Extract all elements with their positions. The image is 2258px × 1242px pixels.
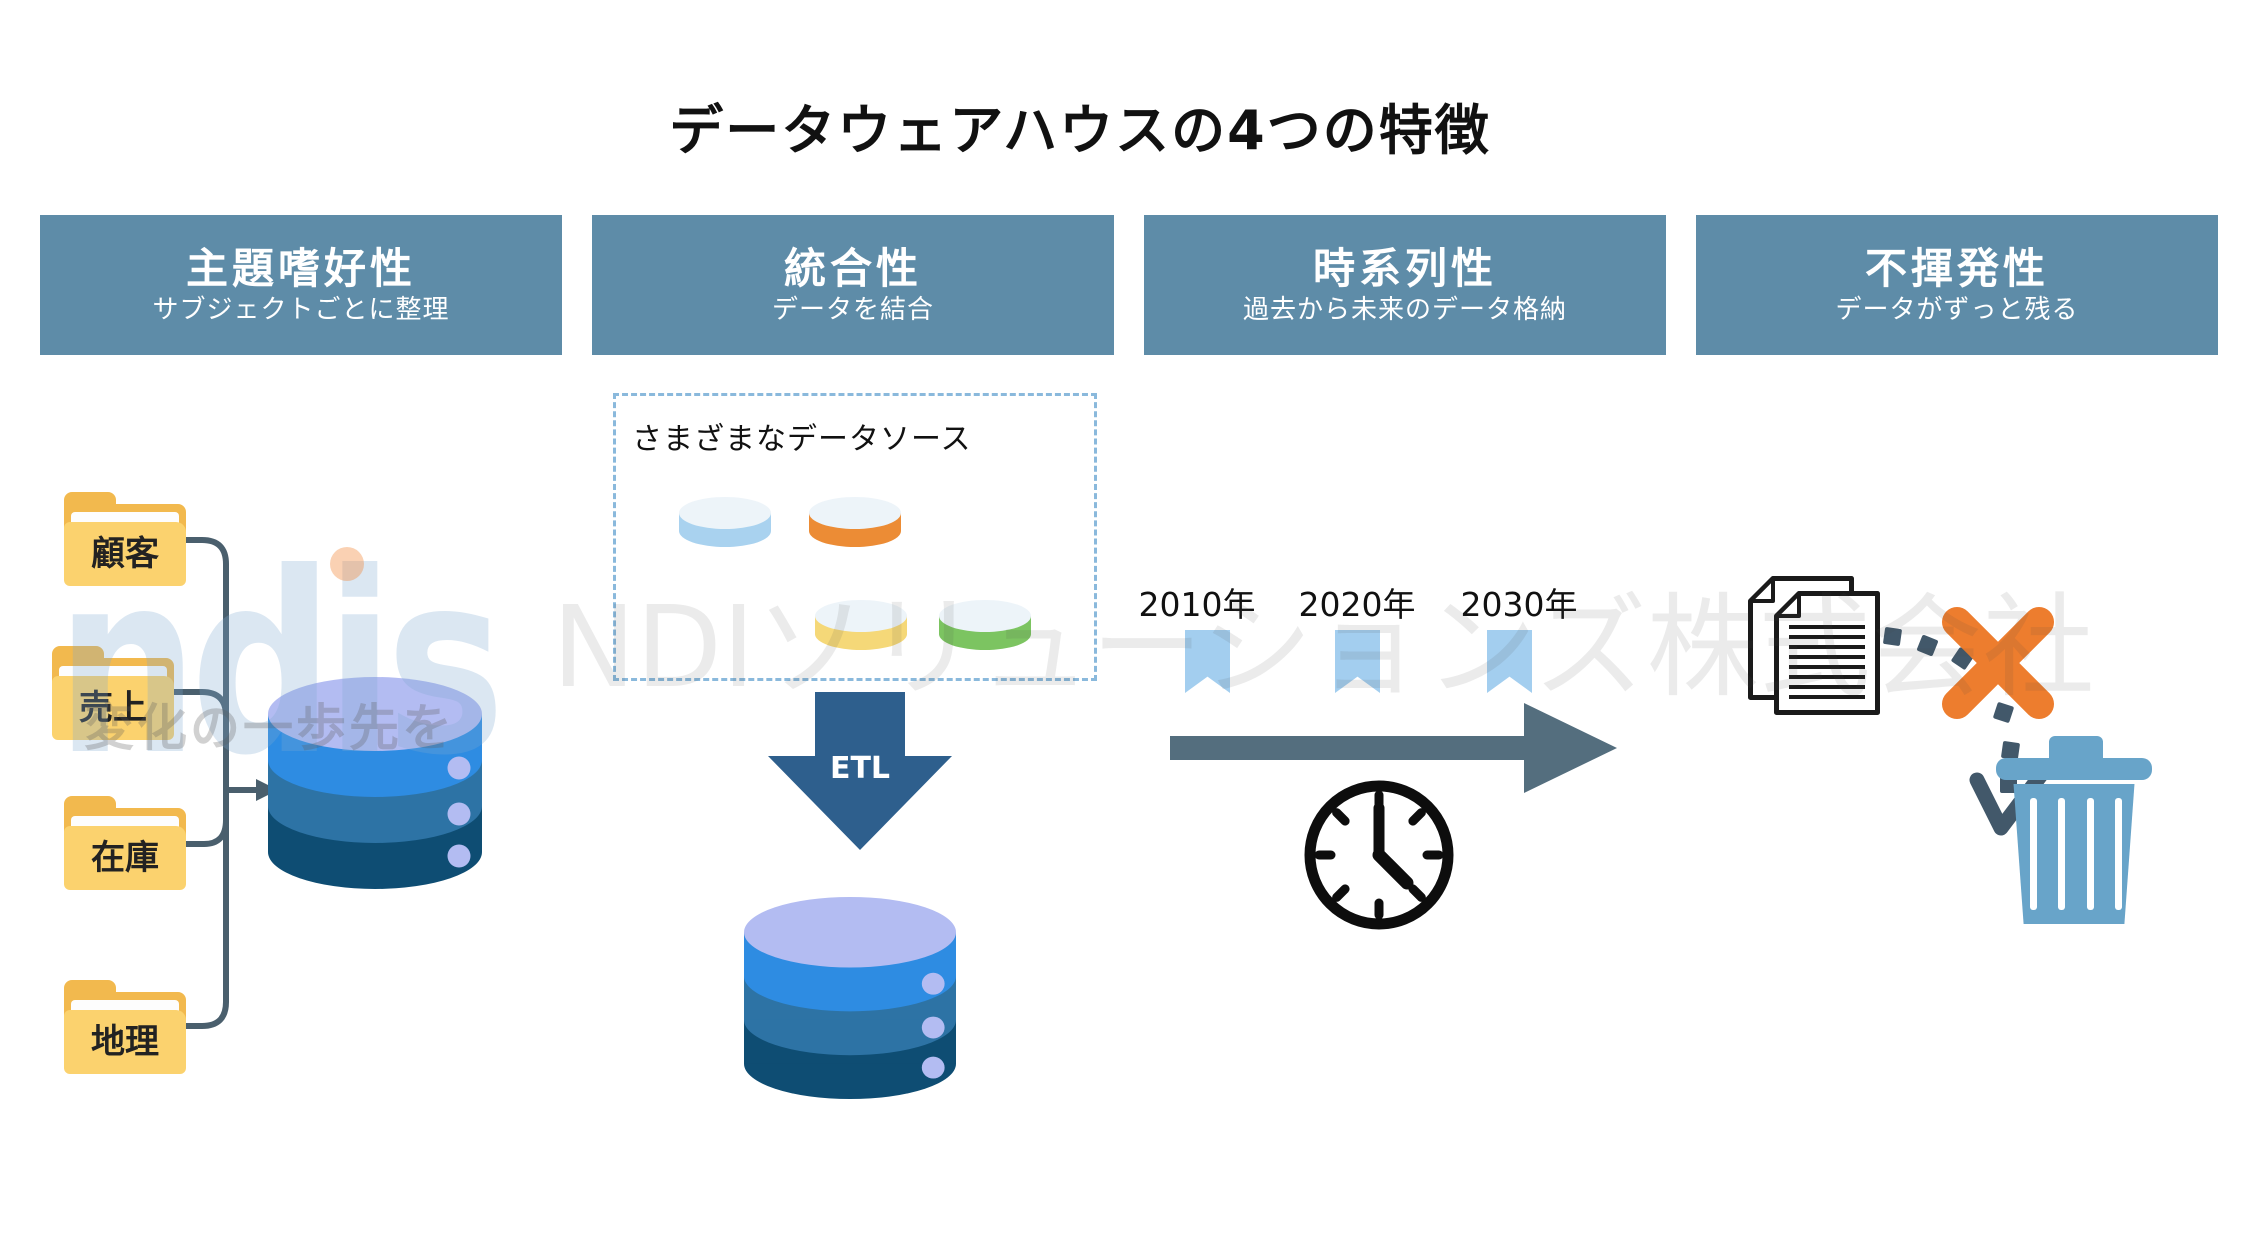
x-mark-icon: [1925, 590, 2071, 736]
year-label-2020: 2020年: [1298, 585, 1416, 624]
disk-icon-orange: [809, 497, 901, 547]
folder-front: [64, 522, 186, 586]
arrow-head-icon: [256, 779, 278, 801]
folder-icon-sales: 売上: [52, 646, 174, 742]
disk-icon-yellow: [815, 600, 907, 650]
data-sources-label: さまざまなデータソース: [632, 422, 972, 457]
disk-icon-green: [939, 600, 1031, 650]
disk-icon-blue: [679, 497, 771, 547]
page-title: データウェアハウスの4つの特徴: [669, 99, 1491, 162]
year-label-2010: 2010年: [1138, 585, 1256, 624]
trash-icon: [2013, 784, 2135, 924]
folder-label: 在庫: [91, 838, 159, 878]
folder-front: [64, 826, 186, 890]
header-subject-orientation: 主題嗜好性 サブジェクトごとに整理: [40, 215, 562, 355]
header-subtitle: データを結合: [771, 294, 934, 325]
folder-label: 売上: [79, 688, 147, 728]
header-subtitle: データがずっと残る: [1835, 294, 2079, 325]
clock-icon: [1304, 780, 1454, 930]
trash-handle: [2049, 736, 2103, 760]
trash-slat: [2087, 798, 2094, 910]
dash-segment: [1882, 626, 1903, 647]
header-non-volatile: 不揮発性 データがずっと残る: [1696, 215, 2218, 355]
trash-slat: [2058, 798, 2065, 910]
header-title: 統合性: [783, 243, 922, 293]
year-label-2030: 2030年: [1460, 585, 1578, 624]
header-title: 時系列性: [1312, 243, 1497, 293]
database-icon: [744, 896, 956, 1100]
document-icon-front: [1774, 591, 1880, 715]
trash-lid: [1996, 758, 2152, 780]
folder-icon-geography: 地理: [64, 980, 186, 1076]
timeline-arrow-icon: [1170, 703, 1617, 793]
trash-slat: [2030, 798, 2037, 910]
header-subtitle: サブジェクトごとに整理: [152, 294, 450, 325]
header-integration: 統合性 データを結合: [592, 215, 1114, 355]
folder-label: 地理: [91, 1022, 159, 1062]
header-subtitle: 過去から未来のデータ格納: [1242, 294, 1567, 325]
folder-front: [52, 676, 174, 740]
folder-icon-inventory: 在庫: [64, 796, 186, 892]
folder-front: [64, 1010, 186, 1074]
folder-label: 顧客: [91, 534, 159, 574]
folder-icon-customer: 顧客: [64, 492, 186, 588]
header-title: 不揮発性: [1864, 243, 2049, 293]
etl-label: ETL: [830, 751, 890, 786]
header-time-variant: 時系列性 過去から未来のデータ格納: [1144, 215, 1666, 355]
etl-arrow-icon: ETL: [768, 692, 952, 850]
database-icon: [268, 677, 482, 889]
header-title: 主題嗜好性: [185, 243, 416, 293]
trash-slat: [2115, 798, 2122, 910]
data-sources-box: [613, 393, 1097, 681]
dash-segment: [2000, 776, 2017, 793]
